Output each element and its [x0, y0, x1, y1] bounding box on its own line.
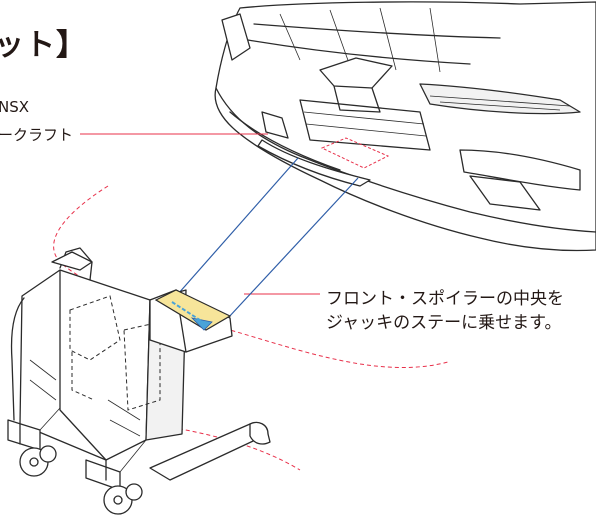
callout-text-line-2: ジャッキのステーに乗せます。 — [326, 313, 562, 333]
car-front-illustration — [214, 1, 596, 252]
callout-text-line-1: フロント・スポイラーの中央を — [326, 289, 564, 309]
page-title: ット】 — [0, 28, 87, 63]
floor-jack-illustration — [7, 247, 271, 515]
leader-lines — [177, 157, 359, 319]
part-label: ークラフト — [0, 126, 74, 144]
model-label: NSX — [0, 98, 30, 116]
